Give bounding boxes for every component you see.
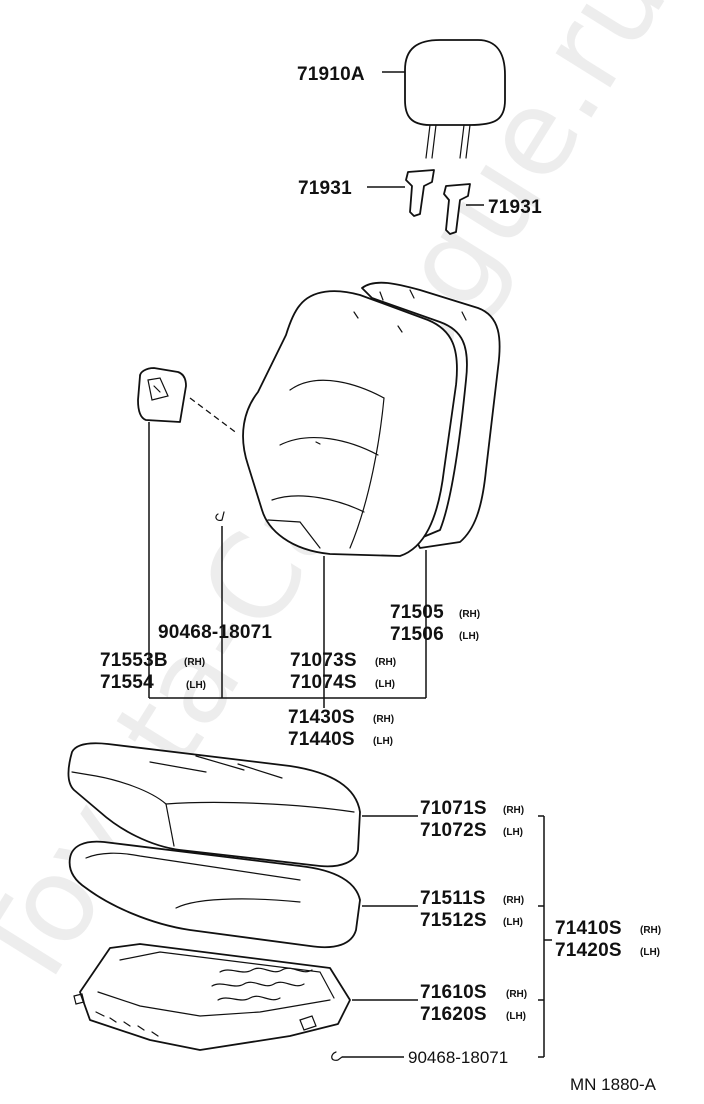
- seat-back-cover-drawing: [242, 290, 458, 557]
- side-cushion-cover-lh: (LH): [503, 827, 523, 838]
- side-shield-rh: (RH): [184, 657, 205, 668]
- part-frame-lh: 71620S: [420, 1004, 487, 1025]
- part-cushion-cover-rh: 71071S: [420, 798, 487, 819]
- side-back-cover-lh: (LH): [375, 679, 395, 690]
- part-cushion-assy-lh: 71420S: [555, 940, 622, 961]
- side-cushion-pad-rh: (RH): [503, 895, 524, 906]
- part-shield-rh: 71553B: [100, 650, 168, 671]
- side-frame-rh: (RH): [506, 989, 527, 1000]
- part-back-assy-lh: 71440S: [288, 729, 355, 750]
- side-shield-lh: (LH): [186, 680, 206, 691]
- part-back-cover-lh: 71074S: [290, 672, 357, 693]
- label-back-pad: 71505 (RH) 71506 (LH): [390, 602, 480, 645]
- cushion-cover-drawing: [67, 742, 361, 868]
- cushion-pad-drawing: [68, 840, 361, 949]
- side-back-cover-rh: (RH): [375, 657, 396, 668]
- part-back-pad-rh: 71505: [390, 602, 444, 623]
- side-back-assy-rh: (RH): [373, 714, 394, 725]
- part-headrest-support-left: 71931: [298, 178, 352, 199]
- part-back-pad-lh: 71506: [390, 624, 444, 645]
- label-shield: 71553B (RH) 71554 (LH): [100, 650, 206, 693]
- seat-frame-drawing: [73, 943, 351, 1051]
- bolt-upper-icon: [215, 511, 225, 521]
- label-cushion-pad: 71511S (RH) 71512S (LH): [420, 888, 524, 931]
- label-cushion-assy: 71410S (RH) 71420S (LH): [555, 918, 661, 961]
- headrest-support-left-drawing: [405, 169, 435, 217]
- side-back-assy-lh: (LH): [373, 736, 393, 747]
- label-seat-frame: 71610S (RH) 71620S (LH): [420, 982, 527, 1025]
- part-headrest-support-right: 71931: [488, 197, 542, 218]
- side-cushion-cover-rh: (RH): [503, 805, 524, 816]
- side-frame-lh: (LH): [506, 1011, 526, 1022]
- side-back-pad-lh: (LH): [459, 631, 479, 642]
- diagram-reference: MN 1880-A: [570, 1075, 657, 1094]
- side-cushion-assy-lh: (LH): [640, 947, 660, 958]
- headrest-drawing: [404, 39, 506, 159]
- part-cushion-assy-rh: 71410S: [555, 918, 622, 939]
- part-back-cover-rh: 71073S: [290, 650, 357, 671]
- part-frame-rh: 71610S: [420, 982, 487, 1003]
- bolt-lower-icon: [331, 1051, 343, 1061]
- headrest-support-right-drawing: [443, 183, 471, 235]
- part-cushion-cover-lh: 71072S: [420, 820, 487, 841]
- part-cushion-pad-rh: 71511S: [420, 888, 486, 909]
- part-bolt-upper: 90468-18071: [158, 622, 272, 643]
- part-cushion-pad-lh: 71512S: [420, 910, 487, 931]
- side-cushion-pad-lh: (LH): [503, 917, 523, 928]
- side-shield-drawing: [137, 367, 187, 423]
- side-back-pad-rh: (RH): [459, 609, 480, 620]
- part-shield-lh: 71554: [100, 672, 154, 693]
- label-back-cover: 71073S (RH) 71074S (LH): [290, 650, 396, 693]
- label-cushion-cover: 71071S (RH) 71072S (LH): [420, 798, 524, 841]
- label-back-assy: 71430S (RH) 71440S (LH): [288, 707, 394, 750]
- seat-back-pad-drawing: [361, 281, 501, 549]
- side-cushion-assy-rh: (RH): [640, 925, 661, 936]
- part-bolt-lower: 90468-18071: [408, 1048, 508, 1067]
- part-headrest: 71910A: [297, 64, 365, 85]
- part-back-assy-rh: 71430S: [288, 707, 355, 728]
